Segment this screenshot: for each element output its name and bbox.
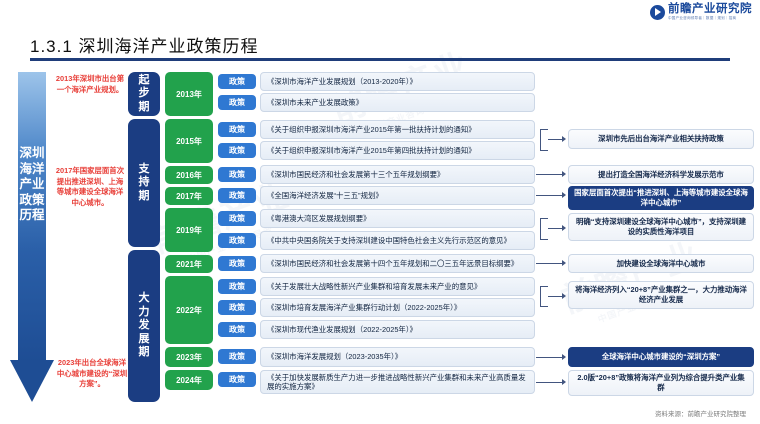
brand-logo: 前瞻产业研究院 中国产业咨询领导者｜数据｜规划｜招商 — [650, 3, 752, 21]
policy-item[interactable]: 《深圳市未来产业发展政策》 — [260, 93, 535, 112]
connector-arrow-icon — [562, 293, 566, 299]
policy-item[interactable]: 《深圳市现代渔业发展规划（2022-2025年）》 — [260, 320, 535, 339]
page-title: 1.3.1 深圳海洋产业政策历程 — [30, 37, 259, 56]
red-note-3: 2023年出台全球海洋中心城市建设的“深圳方案”。 — [56, 358, 128, 388]
red-note-1: 2013年深圳市出台第一个海洋产业规划。 — [55, 74, 125, 94]
connector-line — [536, 195, 564, 196]
year-2021: 2021年 — [165, 255, 213, 273]
connector-line — [536, 382, 564, 383]
logo-title: 前瞻产业研究院 — [668, 3, 752, 15]
connector-line — [548, 139, 564, 140]
policy-tag: 政策 — [218, 256, 256, 271]
year-2016: 2016年 — [165, 166, 213, 184]
year-2024: 2024年 — [165, 370, 213, 390]
policy-tag: 政策 — [218, 322, 256, 337]
annotation-item[interactable]: 提出打造全国海洋经济科学发展示范市 — [568, 165, 754, 184]
connector-line — [536, 174, 564, 175]
policy-item[interactable]: 《粤港澳大湾区发展规划纲要》 — [260, 209, 535, 228]
policy-tag: 政策 — [218, 279, 256, 294]
connector-bracket — [540, 286, 548, 307]
source-note: 资料来源：前瞻产业研究院整理 — [655, 411, 746, 418]
stage-growth: 大力发展期 — [128, 250, 160, 402]
annotation-item[interactable]: 深圳市先后出台海洋产业相关扶持政策 — [568, 129, 754, 149]
arrow-body — [18, 72, 46, 362]
timeline-arrow: 深圳海洋产业政策历程 — [10, 72, 54, 402]
annotation-item[interactable]: 加快建设全球海洋中心城市 — [568, 254, 754, 273]
connector-line — [548, 296, 564, 297]
policy-item[interactable]: 《深圳市海洋产业发展规划（2013-2020年）》 — [260, 72, 535, 91]
policy-tag: 政策 — [218, 122, 256, 137]
policy-item[interactable]: 《深圳市国民经济和社会发展第十四个五年规划和二〇三五年远景目标纲要》 — [260, 254, 535, 273]
year-2022: 2022年 — [165, 276, 213, 344]
policy-tag: 政策 — [218, 143, 256, 158]
arrow-label: 深圳海洋产业政策历程 — [19, 146, 45, 222]
red-note-2: 2017年国家层面首次提出推进深圳、上海等城市建设全球海洋中心城市。 — [55, 166, 125, 207]
connector-arrow-icon — [562, 354, 566, 360]
policy-item[interactable]: 《关于加快发展新质生产力进一步推进战略性新兴产业集群和未来产业高质量发展的实施方… — [260, 370, 535, 394]
stage-startup: 起步期 — [128, 72, 160, 116]
connector-bracket — [540, 218, 548, 240]
connector-arrow-icon — [562, 136, 566, 142]
annotation-item-highlight[interactable]: 国家层面首次提出“推进深圳、上海等城市建设全球海洋中心城市” — [568, 186, 754, 210]
stage-label: 支持期 — [138, 162, 150, 202]
connector-line — [548, 228, 564, 229]
policy-tag: 政策 — [218, 300, 256, 315]
policy-tag: 政策 — [218, 167, 256, 182]
policy-item[interactable]: 《中共中央国务院关于支持深圳建设中国特色社会主义先行示范区的意见》 — [260, 231, 535, 250]
annotation-item[interactable]: 将海洋经济列入“20+8”产业集群之一，大力推动海洋经济产业发展 — [568, 281, 754, 309]
logo-icon — [650, 4, 665, 20]
stage-label: 起步期 — [138, 73, 150, 113]
year-2017: 2017年 — [165, 187, 213, 205]
top-bar: 前瞻产业研究院 中国产业咨询领导者｜数据｜规划｜招商 — [0, 0, 760, 30]
policy-tag: 政策 — [218, 211, 256, 226]
title-divider — [30, 58, 730, 61]
annotation-item[interactable]: 2.0版“20+8”政策将海洋产业列为综合提升类产业集群 — [568, 370, 754, 396]
policy-item[interactable]: 《深圳市国民经济和社会发展第十三个五年规划纲要》 — [260, 165, 535, 184]
year-2013: 2013年 — [165, 72, 213, 116]
policy-item[interactable]: 《深圳市培育发展海洋产业集群行动计划（2022-2025年）》 — [260, 298, 535, 317]
policy-tag: 政策 — [218, 188, 256, 203]
policy-item[interactable]: 《关于组织申报深圳市海洋产业2015年第一批扶持计划的通知》 — [260, 120, 535, 139]
connector-line — [536, 263, 564, 264]
policy-item[interactable]: 《关于发展壮大战略性新兴产业集群和培育发展未来产业的意见》 — [260, 277, 535, 296]
policy-item[interactable]: 《关于组织申报深圳市海洋产业2015年第四批扶持计划的通知》 — [260, 141, 535, 160]
connector-arrow-icon — [562, 379, 566, 385]
year-2015: 2015年 — [165, 119, 213, 163]
policy-item[interactable]: 《全国海洋经济发展“十三五”规划》 — [260, 186, 535, 205]
policy-tag: 政策 — [218, 372, 256, 387]
arrow-head-icon — [10, 360, 54, 402]
annotation-item[interactable]: 明确“支持深圳建设全球海洋中心城市”，支持深圳建设的实质性海洋项目 — [568, 213, 754, 241]
connector-arrow-icon — [562, 192, 566, 198]
policy-tag: 政策 — [218, 95, 256, 110]
annotation-item-highlight[interactable]: 全球海洋中心城市建设的“深圳方案” — [568, 347, 754, 367]
stage-support: 支持期 — [128, 119, 160, 247]
connector-arrow-icon — [562, 260, 566, 266]
connector-arrow-icon — [562, 225, 566, 231]
stage-label: 大力发展期 — [138, 292, 150, 359]
connector-line — [536, 357, 564, 358]
policy-tag: 政策 — [218, 74, 256, 89]
year-2023: 2023年 — [165, 347, 213, 367]
policy-tag: 政策 — [218, 349, 256, 364]
policy-item[interactable]: 《深圳市海洋发展规划（2023-2035年）》 — [260, 347, 535, 367]
connector-bracket — [540, 129, 548, 151]
logo-subtitle: 中国产业咨询领导者｜数据｜规划｜招商 — [668, 16, 737, 20]
policy-tag: 政策 — [218, 233, 256, 248]
connector-arrow-icon — [562, 171, 566, 177]
year-2019: 2019年 — [165, 208, 213, 252]
